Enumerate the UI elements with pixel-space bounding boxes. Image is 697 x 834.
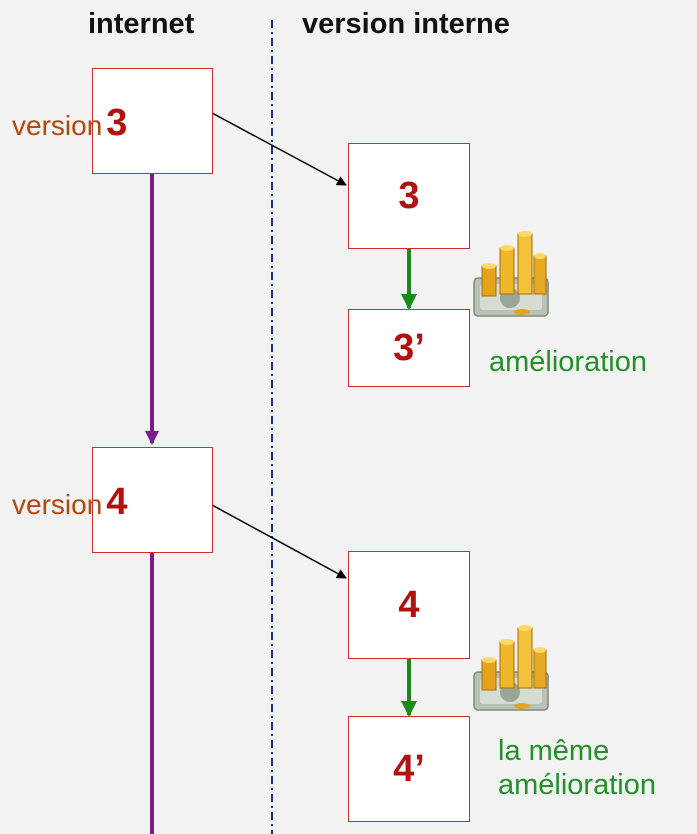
note-line: amélioration <box>498 769 656 801</box>
internet-version-box-3 <box>92 68 213 174</box>
internal-copy-box-4: 4 <box>348 551 470 659</box>
version-number: 3 <box>106 102 128 144</box>
transfer-arrow-2 <box>211 504 347 579</box>
version-word: version <box>12 110 103 141</box>
note-line: la même <box>498 735 610 767</box>
version-word: version <box>12 489 103 520</box>
internal-improved-box-4: 4’ <box>348 716 470 822</box>
internal-copy-box-3: 3 <box>348 143 470 249</box>
money-coins-icon <box>473 625 549 711</box>
version-interne-heading: version interne <box>302 8 510 40</box>
improvement-note-1: amélioration <box>489 345 647 379</box>
improvement-note-2: la même amélioration <box>498 734 656 802</box>
transfer-arrow-1 <box>211 112 347 186</box>
note-line: amélioration <box>489 346 647 378</box>
internet-version-box-4 <box>92 447 213 553</box>
internal-improved-box-3: 3’ <box>348 309 470 387</box>
version-number: 4 <box>106 481 128 523</box>
internet-heading: internet <box>88 8 195 40</box>
money-coins-icon <box>473 231 549 317</box>
